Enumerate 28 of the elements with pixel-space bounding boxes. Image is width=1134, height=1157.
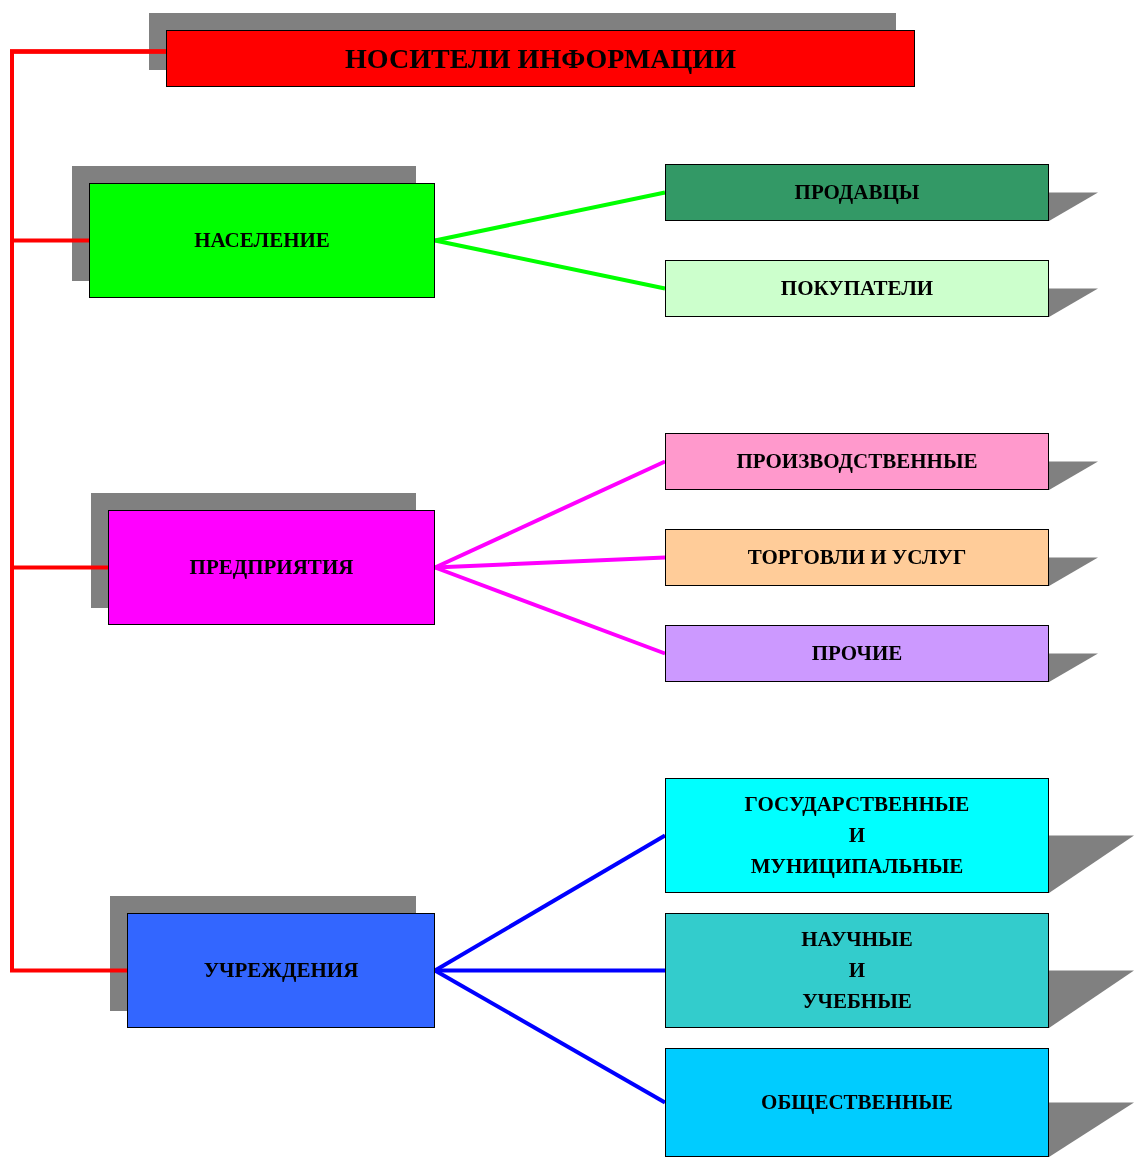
connector-line <box>434 190 666 243</box>
box-label: ПРОЧИЕ <box>811 640 903 667</box>
box-label: НАУЧНЫЕ И УЧЕБНЫЕ <box>801 926 913 1015</box>
category-box <box>665 433 1049 490</box>
box-label: ОБЩЕСТВЕННЫЕ <box>761 1089 953 1116</box>
box-label: УЧРЕЖДЕНИЯ <box>203 957 359 984</box>
title-box <box>166 30 915 87</box>
category-box <box>665 625 1049 682</box>
box-label: ГОСУДАРСТВЕННЫЕ И МУНИЦИПАЛЬНЫЕ <box>744 791 970 880</box>
category-box <box>665 1048 1049 1157</box>
connector-line <box>434 238 666 291</box>
box-label: ПОКУПАТЕЛИ <box>780 275 934 302</box>
connector-line <box>10 49 166 973</box>
category-box <box>665 778 1049 893</box>
box-label: НОСИТЕЛИ ИНФОРМАЦИИ <box>345 43 736 74</box>
box-label: НАСЕЛЕНИЕ <box>194 227 330 254</box>
category-box <box>665 913 1049 1028</box>
category-box <box>89 183 435 298</box>
box-label: ТОРГОВЛИ И УСЛУГ <box>747 544 967 571</box>
category-box <box>127 913 435 1028</box>
category-box <box>665 164 1049 221</box>
category-box <box>108 510 435 625</box>
category-box <box>665 260 1049 317</box>
box-label: ПРОДАВЦЫ <box>794 179 920 206</box>
connector-line <box>435 968 665 973</box>
box-label: ПРЕДПРИЯТИЯ <box>189 554 354 581</box>
box-label: ПРОИЗВОДСТВЕННЫЕ <box>736 448 978 475</box>
category-box <box>665 529 1049 586</box>
